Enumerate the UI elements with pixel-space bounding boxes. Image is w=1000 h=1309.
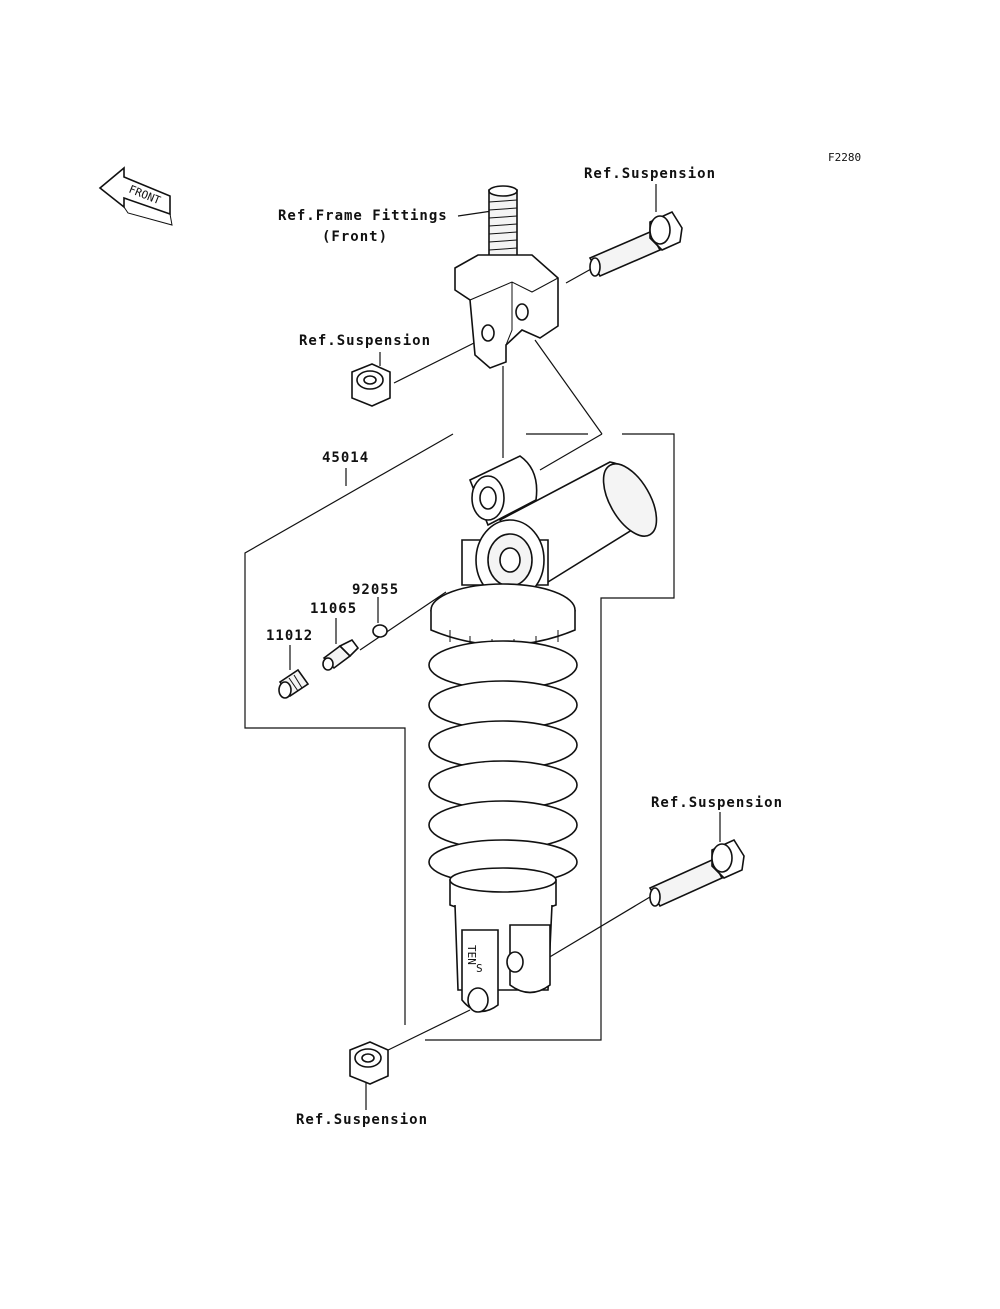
ref-frame-fittings-label: Ref.Frame Fittings bbox=[278, 208, 448, 224]
part-number-45014: 45014 bbox=[322, 450, 369, 466]
valve-icon bbox=[322, 638, 360, 671]
bolt-bottom-icon bbox=[648, 838, 745, 908]
ref-frame-fittings-sub-label: (Front) bbox=[322, 229, 388, 245]
part-number-11012: 11012 bbox=[266, 628, 313, 644]
front-arrow-icon: FRONT bbox=[98, 166, 173, 226]
part-number-92055: 92055 bbox=[352, 582, 399, 598]
ref-suspension-bottom-right-label: Ref.Suspension bbox=[651, 795, 783, 811]
ref-suspension-top-left-label: Ref.Suspension bbox=[299, 333, 431, 349]
lower-body: TEN S bbox=[449, 867, 557, 1013]
ref-suspension-bottom-left-label: Ref.Suspension bbox=[296, 1112, 428, 1128]
figure-code: F2280 bbox=[828, 151, 861, 164]
coil-spring bbox=[428, 640, 578, 885]
bolt-top-icon bbox=[588, 210, 683, 278]
o-ring-icon bbox=[372, 624, 388, 638]
shock-marking-s: S bbox=[476, 962, 483, 975]
nut-bottom-icon bbox=[349, 1041, 389, 1085]
part-number-11065: 11065 bbox=[310, 601, 357, 617]
nut-top-icon bbox=[351, 363, 391, 407]
valve-cap-icon bbox=[278, 668, 310, 699]
frame-fitting-bracket bbox=[454, 185, 559, 369]
shock-marking-ten: TEN bbox=[465, 945, 478, 965]
ref-suspension-top-right-label: Ref.Suspension bbox=[584, 166, 716, 182]
upper-mount bbox=[461, 519, 549, 601]
